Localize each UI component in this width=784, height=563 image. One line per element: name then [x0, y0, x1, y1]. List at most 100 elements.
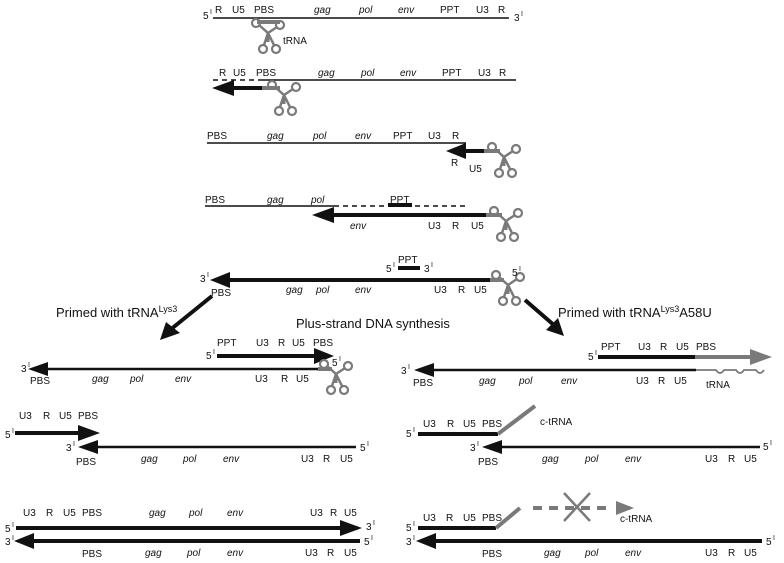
- row3-trna-cloverleaf-icon: [486, 141, 522, 179]
- right-a-five-prime: I: [595, 350, 597, 357]
- right-a-label-R: R: [660, 342, 667, 353]
- right-b-ctrna-overhang: U3 R U5 PBS 5 I c-tRNA 3 I 5 I PBS gag p…: [406, 404, 772, 468]
- left-a-label-gagc: gag: [92, 374, 109, 385]
- right-a-minus-arrowhead: [414, 363, 434, 377]
- row4-label-PBS: PBS: [205, 195, 225, 206]
- row5-label-U3c: U3: [434, 285, 447, 296]
- row1-five-prime: I: [210, 9, 212, 16]
- row5-label-envc: env: [355, 285, 372, 296]
- right-c-label-U3c: U3: [705, 548, 718, 559]
- left-a-five-prime-trna: I: [339, 356, 341, 363]
- left-a-label-U5c: U5: [296, 374, 309, 385]
- left-a-minus-arrowhead: [28, 362, 48, 376]
- row5-five-end: 5: [386, 264, 392, 275]
- left-branch-arrow: [168, 294, 214, 332]
- right-a-label-envc: env: [561, 376, 578, 387]
- left-b-label-PBSc: PBS: [76, 457, 96, 468]
- right-branch-arrowhead: [546, 318, 564, 336]
- row5-label-polc: pol: [315, 285, 330, 296]
- right-c-five-end: 5: [406, 523, 412, 534]
- left-b-five-end-right: 5: [360, 443, 366, 454]
- row5-label-PPT: PPT: [398, 255, 417, 266]
- row5-arrowhead: [210, 272, 230, 288]
- right-c-ctrna-strand: [494, 506, 522, 530]
- right-a-five-end: 5: [588, 352, 594, 363]
- right-c-label-U5c: U5: [744, 548, 757, 559]
- left-c-label-U5c: U5: [344, 548, 357, 559]
- left-c-three-prime: I: [12, 535, 14, 542]
- left-b-three-prime: I: [73, 441, 75, 448]
- left-a-label-U3: U3: [256, 338, 269, 349]
- left-b-label-U5: U5: [59, 411, 72, 422]
- left-c-three-prime-right: I: [373, 520, 375, 527]
- right-c-five-prime-right: I: [773, 535, 775, 542]
- left-c-label-PBSc: PBS: [82, 549, 102, 560]
- left-c-label-R: R: [46, 508, 53, 519]
- left-c-label-U3: U3: [23, 508, 36, 519]
- row2-strong-stop: R U5 PBS gag pol env PPT U3 R: [212, 68, 516, 117]
- right-c-five-prime: I: [413, 521, 415, 528]
- right-a-trna-label: tRNA: [706, 380, 730, 391]
- row5-trna-cloverleaf-icon: [490, 269, 526, 307]
- row5-minus-strand: 5 I PPT 3 I 3 I PBS gag pol env U3 R U5 …: [200, 255, 526, 307]
- left-b-label-U3: U3: [19, 411, 32, 422]
- right-a-label-U5: U5: [676, 342, 689, 353]
- left-b-label-gagc: gag: [141, 454, 158, 465]
- left-b-plus-arrowhead: [78, 425, 100, 441]
- left-c-label-PBS: PBS: [82, 508, 102, 519]
- right-branch-superscript: Lys3: [661, 304, 680, 314]
- row1-label-PBS: PBS: [254, 5, 274, 16]
- row2-label-pol: pol: [360, 68, 375, 79]
- row3-label-PBS: PBS: [207, 131, 227, 142]
- left-a-label-PBSc: PBS: [30, 376, 50, 387]
- left-c-label-U3b: U3: [310, 508, 323, 519]
- row1-label-gag: gag: [314, 5, 331, 16]
- left-a-five-prime: I: [213, 349, 215, 356]
- left-a-three-end: 3: [21, 364, 27, 375]
- row5-three-end: 3: [424, 264, 430, 275]
- right-c-gray-arrowhead: [616, 501, 634, 515]
- right-c-blocked: U3 R U5 PBS 5 I c-tRNA 3 I 5 I PBS gag p…: [406, 492, 775, 560]
- right-a-label-U5c: U5: [674, 376, 687, 387]
- row2-label-R: R: [219, 68, 226, 79]
- left-b-second-transfer: U3 R U5 PBS 5 I 3 I 5 I PBS gag pol env …: [5, 411, 369, 468]
- left-c-minus-arrowhead: [14, 533, 34, 549]
- row1-label-U3: U3: [476, 5, 489, 16]
- row1-three-end: 3: [514, 13, 520, 24]
- row4-minus-elongation: PBS gag pol PPT env U3 R U5: [205, 195, 524, 243]
- row5-five-prime-trna: I: [519, 266, 521, 273]
- right-a-label-gagc: gag: [479, 376, 496, 387]
- left-c-five-prime-right: I: [371, 535, 373, 542]
- row2-arrowhead: [212, 80, 234, 96]
- right-b-label-U3: U3: [423, 419, 436, 430]
- left-b-label-R: R: [43, 411, 50, 422]
- row5-three-end-left: 3: [200, 274, 206, 285]
- row4-label-U3c: U3: [428, 221, 441, 232]
- left-c-three-end: 3: [5, 537, 11, 548]
- row5-three-prime: I: [431, 262, 433, 269]
- row3-label-env: env: [355, 131, 372, 142]
- left-c-plus-arrowhead: [340, 520, 362, 536]
- row4-label-PPT: PPT: [390, 195, 409, 206]
- right-a-three-prime: I: [408, 364, 410, 371]
- row4-trna-cloverleaf-icon: [488, 205, 524, 243]
- row3-label-U3: U3: [428, 131, 441, 142]
- right-a-three-end: 3: [401, 366, 407, 377]
- right-c-label-PBS: PBS: [482, 513, 502, 524]
- right-branch-suffix: A58U: [679, 305, 712, 320]
- right-b-three-end: 3: [470, 443, 476, 454]
- left-b-label-U3c: U3: [301, 454, 314, 465]
- left-c-label-U5: U5: [63, 508, 76, 519]
- row1-genomic-rna: 5 I R U5 PBS gag pol env PPT U3 R 3 I tR…: [203, 5, 523, 55]
- right-a-label-PPT: PPT: [601, 342, 620, 353]
- row2-label-env: env: [400, 68, 417, 79]
- right-a-label-PBSc: PBS: [413, 378, 433, 389]
- right-b-label-PBS: PBS: [482, 419, 502, 430]
- right-a-plus-through-trna: PPT U3 R U5 PBS 5 I 3 I tRNA PBS gag pol…: [401, 342, 772, 391]
- left-b-label-envc: env: [223, 454, 240, 465]
- left-a-five-end-trna: 5: [332, 358, 338, 369]
- row3-label-gag: gag: [267, 131, 284, 142]
- left-c-label-envc: env: [227, 548, 244, 559]
- row4-label-U5c: U5: [471, 221, 484, 232]
- row4-label-envc: env: [350, 221, 367, 232]
